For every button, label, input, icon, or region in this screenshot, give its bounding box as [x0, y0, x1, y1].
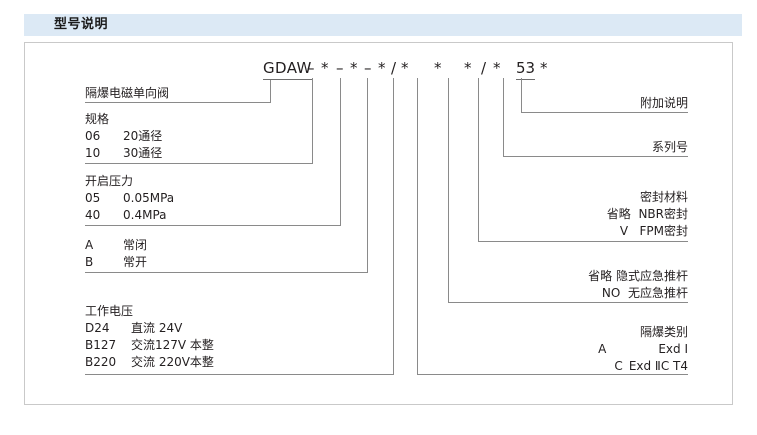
- working-voltage-code-1: D24: [85, 321, 110, 335]
- product-name-text: 隔爆电磁单向阀: [85, 86, 170, 100]
- leader-v-right-3: [478, 78, 479, 241]
- working-voltage-row-2: B127 交流127V 本整: [85, 337, 214, 354]
- emergency-push-rod-desc-1: 隐式应急推杆: [615, 269, 688, 283]
- label-group-series-number: 系列号: [488, 139, 688, 156]
- leader-v-right-4: [448, 78, 449, 302]
- label-group-sealing-material: 密封材料 省略 NBR密封 V FPM密封: [468, 189, 688, 240]
- sealing-material-code-1: 省略: [606, 207, 631, 221]
- valve-function-desc-2: 常开: [123, 255, 148, 269]
- explosion-proof-class-row-2: C Exd ⅡC T4: [428, 358, 688, 375]
- leader-v-left-1: [270, 80, 271, 102]
- specification-row-1: 06 20通径: [85, 128, 162, 145]
- sealing-material-heading: 密封材料: [639, 190, 688, 204]
- leader-v-left-3: [340, 78, 341, 225]
- working-voltage-heading: 工作电压: [85, 304, 134, 318]
- leader-h-left-2: [85, 163, 313, 164]
- leader-h-right-1: [521, 112, 688, 113]
- working-voltage-row-1: D24 直流 24V: [85, 320, 214, 337]
- leader-h-left-5: [85, 374, 394, 375]
- leader-h-right-2: [503, 156, 688, 157]
- label-group-valve-function: A 常闭 B 常开: [85, 237, 147, 271]
- specification-desc-2: 30通径: [123, 146, 163, 160]
- label-group-specification: 规格 06 20通径 10 30通径: [85, 111, 162, 162]
- cracking-pressure-code-2: 40: [85, 208, 101, 222]
- valve-function-row-1: A 常闭: [85, 237, 147, 254]
- leader-v-left-2: [312, 78, 313, 163]
- working-voltage-row-3: B220 交流 220V本整: [85, 354, 214, 371]
- leader-h-left-1: [85, 102, 271, 103]
- leader-h-right-3: [478, 241, 688, 242]
- leader-h-right-4: [448, 302, 688, 303]
- sealing-material-desc-1: NBR密封: [638, 207, 688, 221]
- label-group-product-name: 隔爆电磁单向阀: [85, 85, 169, 102]
- leader-v-right-1: [521, 78, 522, 112]
- valve-function-row-2: B 常开: [85, 254, 147, 271]
- leader-v-left-4: [367, 78, 368, 272]
- specification-row-2: 10 30通径: [85, 145, 162, 162]
- explosion-proof-class-desc-2: Exd ⅡC T4: [628, 359, 688, 373]
- label-group-additional-note: 附加说明: [488, 95, 688, 112]
- emergency-push-rod-code-1: 省略: [588, 269, 613, 283]
- leader-v-right-5: [417, 78, 418, 374]
- valve-function-code-2: B: [85, 255, 94, 269]
- label-group-working-voltage: 工作电压 D24 直流 24V B127 交流127V 本整 B220 交流 220V…: [85, 303, 214, 371]
- leader-h-left-3: [85, 225, 341, 226]
- sealing-material-code-2: V: [619, 224, 629, 238]
- working-voltage-desc-2: 交流127V 本整: [131, 338, 214, 352]
- series-number-heading: 系列号: [651, 140, 688, 154]
- specification-code-1: 06: [85, 129, 101, 143]
- leader-h-right-5: [417, 374, 688, 375]
- explosion-proof-class-heading: 隔爆类别: [639, 325, 688, 339]
- valve-function-code-1: A: [85, 238, 94, 252]
- explosion-proof-class-code-2: C: [614, 359, 623, 373]
- emergency-push-rod-desc-2: 无应急推杆: [627, 286, 688, 300]
- emergency-push-rod-row-2: NO 无应急推杆: [438, 285, 688, 302]
- additional-note-heading: 附加说明: [639, 96, 688, 110]
- explosion-proof-class-code-1: A: [598, 342, 607, 356]
- cracking-pressure-heading: 开启压力: [85, 174, 134, 188]
- leader-v-right-2: [503, 78, 504, 156]
- working-voltage-code-3: B220: [85, 355, 117, 369]
- cracking-pressure-desc-2: 0.4MPa: [123, 208, 167, 222]
- cracking-pressure-desc-1: 0.05MPa: [123, 191, 175, 205]
- cracking-pressure-row-1: 05 0.05MPa: [85, 190, 174, 207]
- working-voltage-desc-3: 交流 220V本整: [131, 355, 214, 369]
- emergency-push-rod-row-1: 省略 隐式应急推杆: [438, 268, 688, 285]
- emergency-push-rod-code-2: NO: [601, 286, 621, 300]
- leader-h-left-4: [85, 272, 368, 273]
- leader-v-left-5: [393, 78, 394, 374]
- explosion-proof-class-desc-1: Exd Ⅰ: [658, 342, 688, 356]
- working-voltage-desc-1: 直流 24V: [131, 321, 183, 335]
- explosion-proof-class-row-1: A Exd Ⅰ: [428, 341, 688, 358]
- label-group-explosion-proof-class: 隔爆类别 A Exd Ⅰ C Exd ⅡC T4: [428, 324, 688, 375]
- sealing-material-row-2: V FPM密封: [468, 223, 688, 240]
- label-group-cracking-pressure: 开启压力 05 0.05MPa 40 0.4MPa: [85, 173, 174, 224]
- page-title: 型号说明: [54, 17, 109, 32]
- section-title-bar: 型号说明: [24, 14, 742, 36]
- specification-code-2: 10: [85, 146, 101, 160]
- valve-function-desc-1: 常闭: [123, 238, 148, 252]
- sealing-material-desc-2: FPM密封: [639, 224, 689, 238]
- sealing-material-row-1: 省略 NBR密封: [468, 206, 688, 223]
- working-voltage-code-2: B127: [85, 338, 117, 352]
- specification-desc-1: 20通径: [123, 129, 163, 143]
- label-group-emergency-push-rod: 省略 隐式应急推杆 NO 无应急推杆: [438, 268, 688, 302]
- specification-heading: 规格: [85, 112, 110, 126]
- cracking-pressure-row-2: 40 0.4MPa: [85, 207, 174, 224]
- cracking-pressure-code-1: 05: [85, 191, 101, 205]
